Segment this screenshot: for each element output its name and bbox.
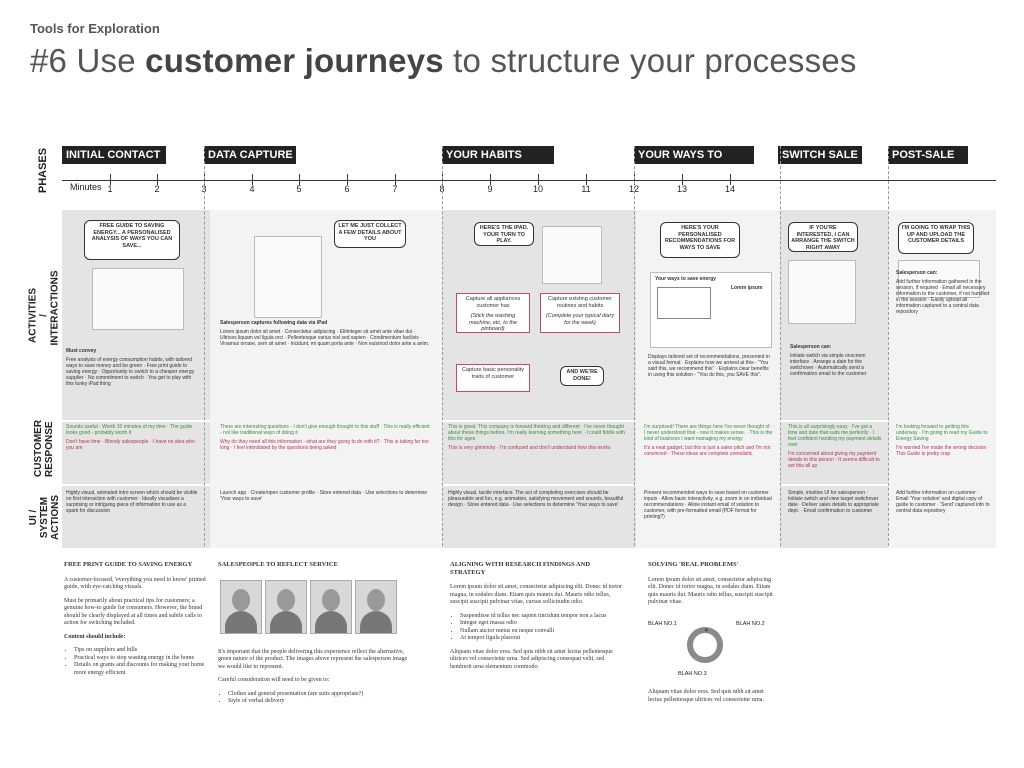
timeline-tick-label: 10 [532,184,543,194]
kicker: Tools for Exploration [30,21,160,36]
phase-data-capture: DATA CAPTURE [204,146,296,164]
system-your-habits: Highly visual, tactile interface. The ac… [448,490,624,508]
card-image-placeholder [657,287,711,319]
timeline-tick [347,174,348,185]
response-ways-to-save: I'm surprised! There are things here I'v… [644,424,774,457]
salesperson-photo [310,580,352,634]
timeline-tick [252,174,253,185]
system-data-capture: Launch app · Create/open customer profil… [220,490,428,502]
salesperson-photo [265,580,307,634]
speech-bubble-recommendations: Here's your personalised recommendations… [660,222,740,258]
note-real-problems: SOLVING 'REAL PROBLEMS' Lorem ipsum dolo… [648,561,773,605]
timeline-tick [299,174,300,185]
timeline-tick-label: 13 [676,184,687,194]
system-post-sale: Add further information on customer · Em… [896,490,990,514]
speech-bubble-done: And we're done! [560,366,604,386]
journey-map: PHASES ACTIVITIES / INTERACTIONS CUSTOME… [27,138,996,550]
sketch-your-habits [542,226,602,284]
salesperson-photo [220,580,262,634]
timeline-tick-label: 14 [724,184,735,194]
band-light-1 [210,210,442,548]
box-capture-personality: Capture basic personality traits of cust… [456,364,530,392]
phase-ways-to-save: YOUR WAYS TO SAVE [634,146,754,179]
speech-bubble-free-guide: Free guide to saving energy... a persona… [84,220,180,260]
cycle-label-3: BLAH NO.3 [678,671,707,677]
system-switch-sale: Simple, intuitive UI for salesperson · I… [788,490,879,514]
phase-divider [442,146,443,546]
phase-your-habits: YOUR HABITS [442,146,554,164]
row-label-activities: ACTIVITIES / INTERACTIONS [27,270,61,345]
sketch-switch-sale [788,260,856,324]
timeline-tick [682,174,683,185]
row-label-system: UI / SYSTEM ACTIONS [27,494,61,540]
speech-bubble-details: Let me just collect a few details about … [334,220,406,248]
cycle-label-1: BLAH NO.1 [648,621,677,627]
system-initial-contact: Highly visual, animated intro screen whi… [66,490,198,514]
row-label-response: CUSTOMER RESPONSE [33,419,55,477]
speech-bubble-wrap-up: I'm going to wrap this up and upload the… [898,222,974,254]
timeline-tick [395,174,396,185]
cycle-label-2: BLAH NO.2 [736,621,765,627]
timeline-tick [110,174,111,185]
response-data-capture: There are interesting questions - I don'… [220,424,430,451]
note-research: ALIGNING WITH RESEARCH FINDINGS AND STRA… [450,561,625,677]
activities-post-sale: Salesperson can:Add further information … [896,270,990,315]
timeline-tick-label: 8 [439,184,445,194]
page-title: #6 Use customer journeys to structure yo… [30,42,857,80]
timeline-tick-label: 2 [154,184,160,194]
timeline-tick [490,174,491,185]
minutes-label: Minutes [70,182,102,192]
activities-ways-to-save: Displays tailored set of recommendations… [648,354,770,378]
timeline-tick-label: 5 [296,184,302,194]
salesperson-photo [355,580,397,634]
note-print-guide: FREE PRINT GUIDE TO SAVING ENERGY A cust… [64,561,206,683]
timeline-tick [157,174,158,185]
timeline-tick-label: 9 [487,184,493,194]
timeline-tick-label: 6 [344,184,350,194]
speech-bubble-switch: If you're interested, I can arrange the … [788,222,858,252]
title-post: to structure your processes [443,42,857,79]
row-label-phases: PHASES [37,147,50,193]
timeline-tick-label: 7 [392,184,398,194]
sketch-data-capture [254,236,322,318]
sketch-post-sale [898,260,980,298]
phase-post-sale: POST-SALE [888,146,968,164]
timeline-tick [730,174,731,185]
timeline-tick-label: 12 [628,184,639,194]
sketch-initial-contact [92,268,184,330]
timeline-tick-label: 11 [581,184,591,194]
cycle-diagram [687,627,723,663]
phase-divider [888,146,889,546]
title-pre: #6 Use [30,42,146,79]
response-initial-contact: Sounds useful · Worth 10 minutes of my t… [66,424,195,451]
timeline-axis [62,180,996,181]
ways-to-save-card: Your ways to save energy Lorem ipsum [650,272,772,348]
note-salespeople: SALESPEOPLE TO REFLECT SERVICE It's impo… [218,561,408,712]
response-post-sale: I'm looking forward to getting this unde… [896,424,990,457]
band-light-2 [636,210,780,548]
phase-divider [634,146,635,546]
timeline-tick [586,174,587,185]
activities-switch-sale: Salesperson can:Initiate switch via simp… [790,344,867,377]
timeline-tick [538,174,539,185]
phase-initial-contact: INITIAL CONTACT [62,146,166,164]
phase-divider [204,146,205,546]
phase-divider [780,146,781,546]
system-ways-to-save: Present recommended ways to save based o… [644,490,772,520]
timeline-tick-label: 1 [107,184,113,194]
box-capture-routines: Capture existing customer routines and h… [540,293,620,333]
timeline-tick-label: 4 [249,184,255,194]
activities-data-capture: Salesperson captures following data via … [220,320,430,347]
note-real-problems-footer: Aliquam vitae dolor eros. Sed quis nibh … [648,689,764,703]
timeline-tick-label: 3 [201,184,207,194]
response-your-habits: This is great. This company is forward t… [448,424,625,451]
response-switch-sale: This is all surprisingly easy · I've got… [788,424,882,469]
phase-switch-sale: SWITCH SALE [778,146,862,164]
title-bold: customer journeys [145,42,444,79]
box-capture-appliances: Capture all appliances customer has(Stic… [456,293,530,333]
